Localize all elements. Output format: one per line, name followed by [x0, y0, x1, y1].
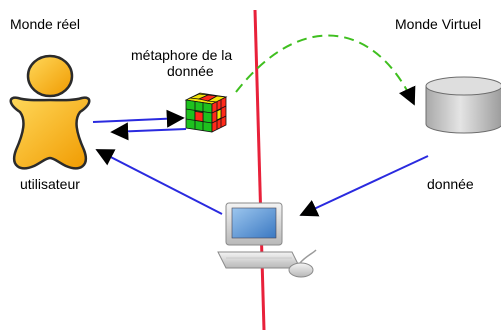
- data-label: donnée: [427, 176, 474, 192]
- metaphor-to-data-dashed-arrow: [235, 34, 416, 106]
- virtual-world-label: Monde Virtuel: [395, 16, 481, 32]
- user-to-metaphor-arrow: [92, 109, 185, 128]
- metaphor-to-user-arrow: [110, 122, 187, 141]
- database-cylinder-icon: [425, 76, 501, 134]
- metaphor-label-line2: donnée: [167, 63, 214, 79]
- world-divider: [253, 9, 266, 331]
- computer-to-user-arrow: [95, 149, 223, 215]
- user-icon: [9, 54, 91, 170]
- metaphor-label-line1: métaphore de la: [131, 47, 232, 63]
- data-to-computer-arrow: [299, 155, 429, 217]
- user-label: utilisateur: [20, 176, 80, 192]
- computer-icon: [217, 202, 317, 278]
- real-world-label: Monde réel: [10, 16, 80, 32]
- rubiks-cube-icon: [184, 92, 228, 133]
